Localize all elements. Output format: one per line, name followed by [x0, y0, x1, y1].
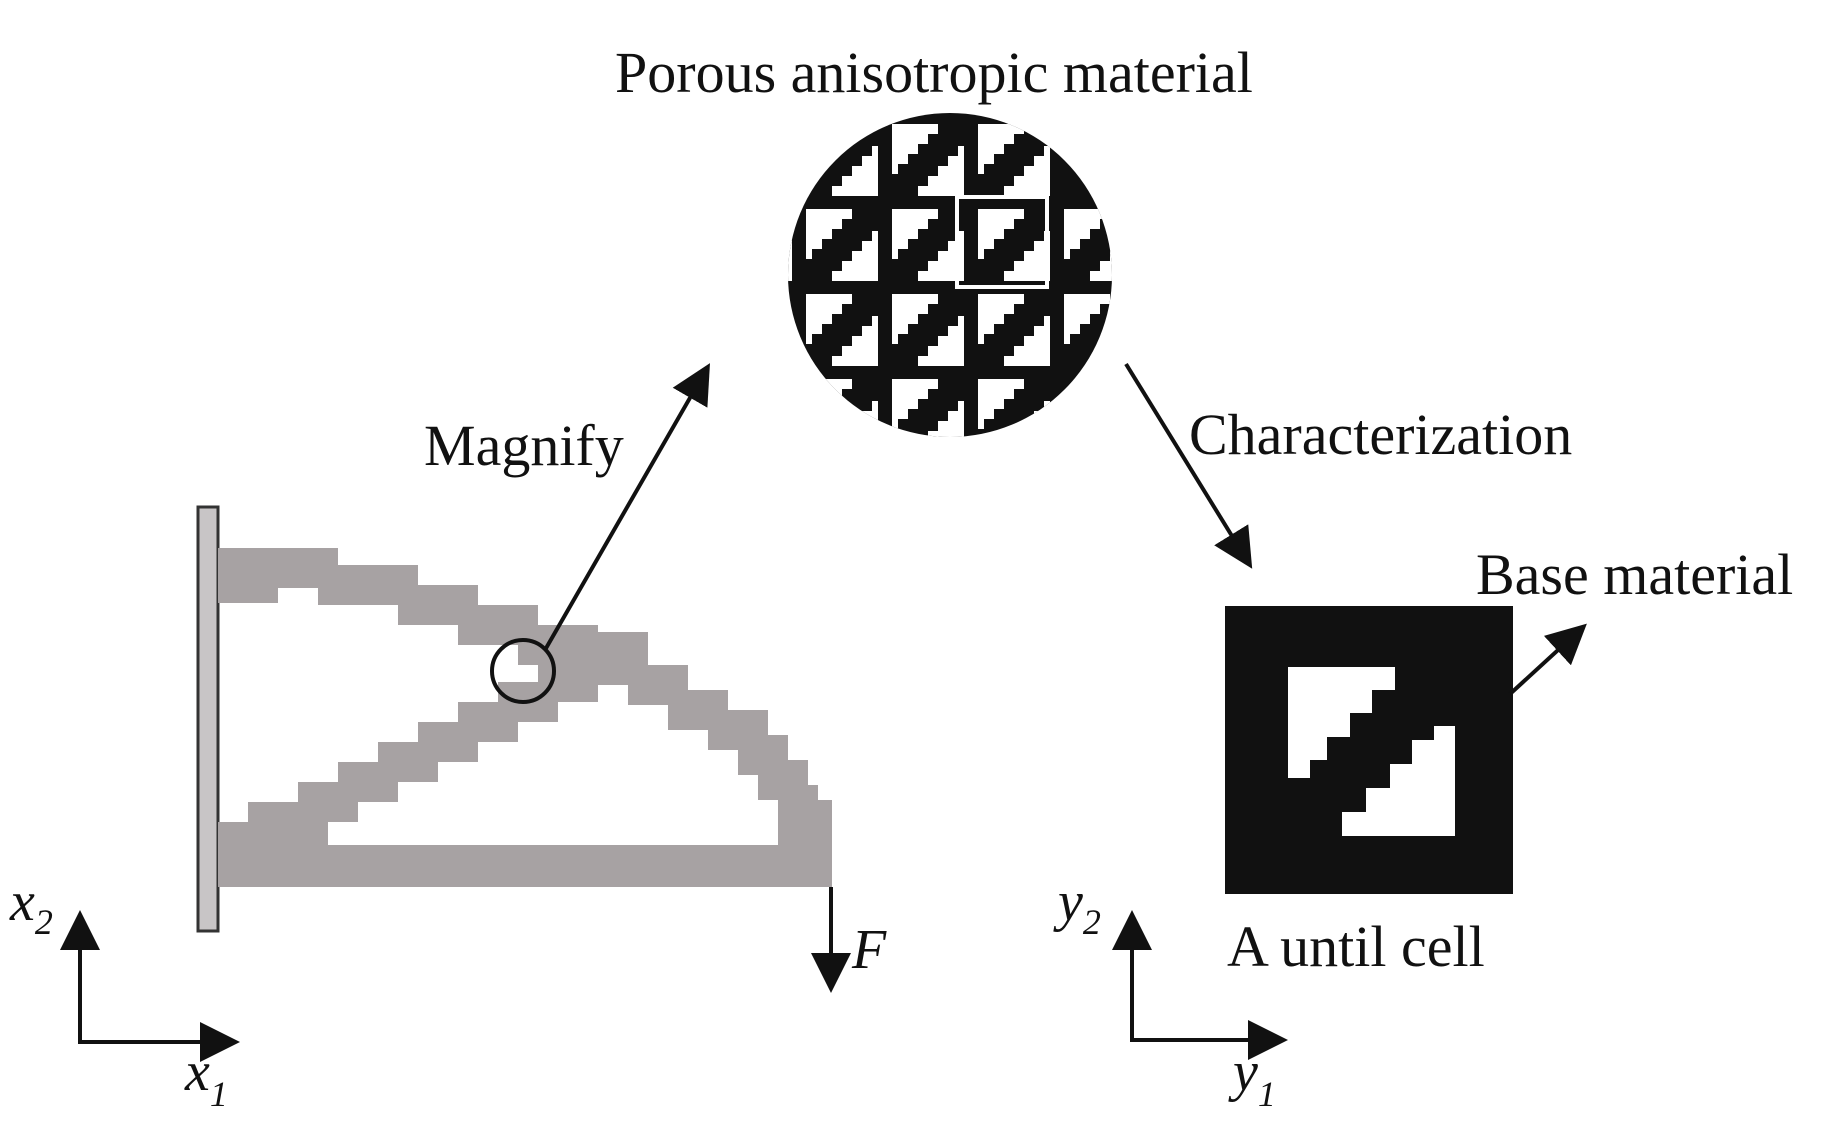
left-x2-label: x2 [9, 871, 53, 942]
characterization-arrow [1124, 362, 1253, 569]
magnify-circle [490, 638, 556, 704]
magnify-label: Magnify [424, 413, 624, 478]
magnify-arrow [543, 363, 710, 651]
unit-cell [1225, 606, 1513, 894]
left-axes: x2 x1 [9, 871, 240, 1114]
selected-cell-box [955, 195, 1049, 289]
right-y1-label: y1 [1228, 1041, 1276, 1114]
left-x1-label: x1 [184, 1041, 228, 1114]
base-material-label: Base material [1476, 542, 1793, 607]
characterization-label: Characterization [1189, 402, 1572, 467]
bottom-chord [218, 805, 832, 887]
right-axes: y2 y1 [1053, 871, 1288, 1114]
unit-cell-pore-lower [1342, 726, 1455, 836]
porous-material-circle [788, 113, 1112, 437]
right-y2-label: y2 [1053, 871, 1101, 942]
cantilever-structure [196, 505, 832, 933]
force-label: F [851, 919, 887, 981]
unit-cell-label: A until cell [1227, 914, 1485, 979]
porous-material-title: Porous anisotropic material [615, 40, 1253, 105]
unit-cell-pore-upper [1288, 667, 1395, 778]
fixed-wall [196, 505, 220, 933]
base-material-arrow [1508, 623, 1587, 696]
lower-diagonal-member [218, 632, 648, 866]
